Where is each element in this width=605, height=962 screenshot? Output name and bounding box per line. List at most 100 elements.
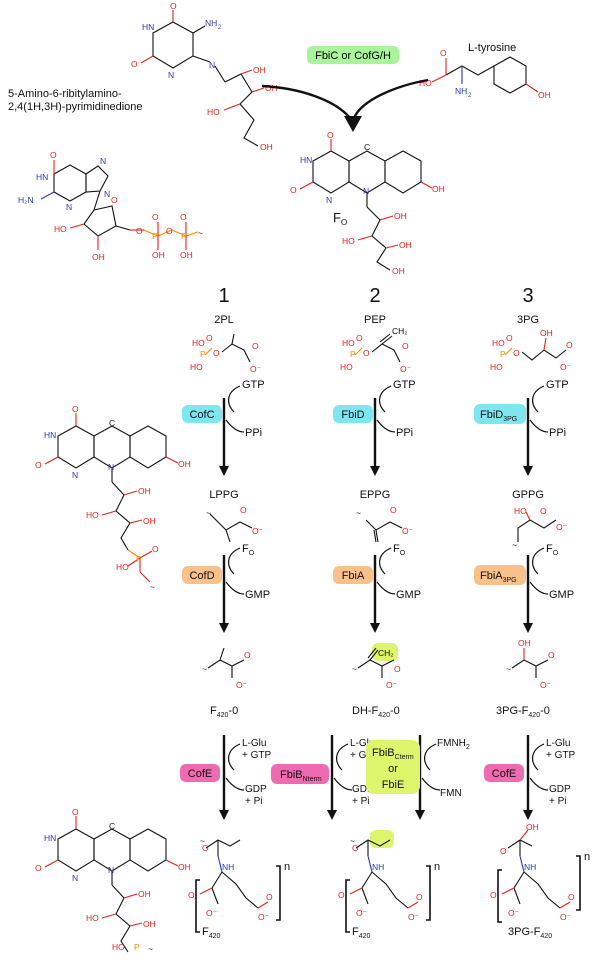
svg-text:O⁻: O⁻ xyxy=(258,912,270,922)
svg-text:O: O xyxy=(338,890,345,900)
column-1-enzyme-1: CofC xyxy=(182,405,222,423)
svg-text:O: O xyxy=(252,341,259,351)
column-2-enzyme-3: FbiBNterm xyxy=(271,764,329,784)
svg-text:OH: OH xyxy=(432,184,445,194)
pyrimidinedione-label-1: 5-Amino-6-ribitylamino- xyxy=(8,88,122,100)
svg-text:GMP: GMP xyxy=(396,589,421,601)
svg-text:P: P xyxy=(181,231,187,241)
svg-text:OH: OH xyxy=(518,638,531,648)
svg-text:O: O xyxy=(180,212,187,222)
svg-text:FO: FO xyxy=(242,543,255,557)
column-3: 3 3PG P HO HO O O OH O O⁻ GTP PPi FbiD3P… xyxy=(474,285,581,940)
svg-text:HO: HO xyxy=(492,338,505,348)
svg-text:GMP: GMP xyxy=(245,589,270,601)
column-1-product-1-structure: O O⁻ ~ xyxy=(206,505,264,543)
svg-text:OH: OH xyxy=(260,142,273,152)
svg-text:FO: FO xyxy=(546,543,559,557)
svg-text:FbiD: FbiD xyxy=(341,409,364,421)
svg-text:HO: HO xyxy=(86,510,99,520)
svg-text:GDP: GDP xyxy=(549,784,571,795)
svg-text:HN: HN xyxy=(44,833,56,843)
merge-arrowhead xyxy=(344,116,362,132)
svg-text:O: O xyxy=(327,130,334,140)
svg-text:FbiD3PG: FbiD3PG xyxy=(480,409,517,423)
svg-text:N: N xyxy=(72,873,78,883)
svg-text:GMP: GMP xyxy=(549,589,574,601)
svg-text:+ GTP: + GTP xyxy=(546,750,576,761)
svg-text:O⁻: O⁻ xyxy=(252,526,264,536)
svg-text:HN: HN xyxy=(44,430,56,440)
svg-text:HO: HO xyxy=(86,913,99,923)
svg-text:O: O xyxy=(506,333,513,343)
pyrimidinedione-label-2: 2,4(1H,3H)-pyrimidinedione xyxy=(8,101,143,113)
polymer-n-3: n xyxy=(584,851,590,863)
column-1-substrate-structure: P HO HO O O O O⁻ xyxy=(190,333,262,374)
svg-text:O: O xyxy=(244,650,251,660)
svg-text:N: N xyxy=(363,186,369,196)
svg-text:or: or xyxy=(388,763,398,775)
svg-text:HN: HN xyxy=(36,172,48,182)
svg-text:FbiBCterm: FbiBCterm xyxy=(372,747,414,761)
svg-text:OH: OH xyxy=(394,211,407,221)
column-2-product-2-structure: CH₂ O O⁻ ~ xyxy=(352,643,401,690)
svg-text:~: ~ xyxy=(206,508,211,518)
svg-text:OH: OH xyxy=(143,516,156,526)
svg-text:HO: HO xyxy=(340,362,353,372)
svg-text:GTP: GTP xyxy=(546,379,569,391)
gtp-moiety-structure: O HN H₂N N N N O HO OH O P O P O OH O OH… xyxy=(18,150,203,262)
svg-text:FbiA3PG: FbiA3PG xyxy=(480,570,517,584)
merge-arrow-left xyxy=(261,84,351,119)
column-3-product-1-structure: HO O O⁻ ~ xyxy=(512,506,568,550)
svg-text:OH: OH xyxy=(178,862,191,872)
svg-text:O: O xyxy=(356,333,363,343)
column-2: 2 PEP P HO HO O O CH₂ O O⁻ GTP PPi FbiD … xyxy=(271,285,470,940)
svg-text:FbiC or CofG/H: FbiC or CofG/H xyxy=(315,50,391,62)
svg-text:HO: HO xyxy=(514,506,527,516)
svg-text:O: O xyxy=(566,340,573,350)
svg-text:GTP: GTP xyxy=(242,379,265,391)
svg-text:OH: OH xyxy=(253,65,266,75)
svg-text:O: O xyxy=(440,48,447,58)
svg-text:OH: OH xyxy=(152,250,165,260)
column-3-substrate-structure: P HO HO O O OH O O⁻ xyxy=(490,328,573,372)
svg-text:HN: HN xyxy=(300,155,312,165)
svg-text:O: O xyxy=(266,892,273,902)
svg-text:O: O xyxy=(202,843,209,853)
svg-text:PPi: PPi xyxy=(549,427,566,439)
fo-phosphate-structure: O HN O N N C OH OH HO OH P O HO ~ xyxy=(35,404,191,592)
svg-text:HO: HO xyxy=(342,338,355,348)
svg-text:NH: NH xyxy=(222,862,234,872)
svg-text:N: N xyxy=(66,202,72,212)
column-1: 1 2PL P HO HO O O O O⁻ GTP PPi CofC LPPG xyxy=(180,285,281,940)
svg-text:O: O xyxy=(131,59,138,69)
svg-text:+ Pi: + Pi xyxy=(352,796,370,807)
svg-text:~: ~ xyxy=(356,508,361,518)
svg-text:HO: HO xyxy=(192,338,205,348)
svg-text:HO: HO xyxy=(54,224,67,234)
svg-text:O⁻: O⁻ xyxy=(560,912,572,922)
svg-text:~: ~ xyxy=(150,582,155,592)
svg-text:OH: OH xyxy=(143,919,156,929)
svg-text:O⁻: O⁻ xyxy=(250,364,262,374)
svg-text:PPi: PPi xyxy=(245,427,262,439)
svg-text:O: O xyxy=(416,892,423,902)
svg-text:O: O xyxy=(568,892,575,902)
svg-text:L-Glu: L-Glu xyxy=(242,738,266,749)
svg-text:O: O xyxy=(513,348,520,358)
svg-text:~: ~ xyxy=(200,836,205,846)
svg-text:O: O xyxy=(206,333,213,343)
column-2-number: 2 xyxy=(369,285,380,307)
svg-text:GDP: GDP xyxy=(245,784,267,795)
svg-text:N: N xyxy=(104,189,110,199)
svg-text:O: O xyxy=(72,807,79,817)
svg-text:P: P xyxy=(500,349,506,359)
svg-text:O⁻: O⁻ xyxy=(560,362,572,372)
column-3-enzyme-2: FbiA3PG xyxy=(474,565,526,585)
svg-text:OH: OH xyxy=(538,90,551,100)
svg-text:O: O xyxy=(213,348,220,358)
svg-text:H₂N: H₂N xyxy=(18,195,34,205)
column-1-number: 1 xyxy=(218,285,229,307)
svg-text:GTP: GTP xyxy=(393,379,416,391)
svg-text:P: P xyxy=(200,349,206,359)
